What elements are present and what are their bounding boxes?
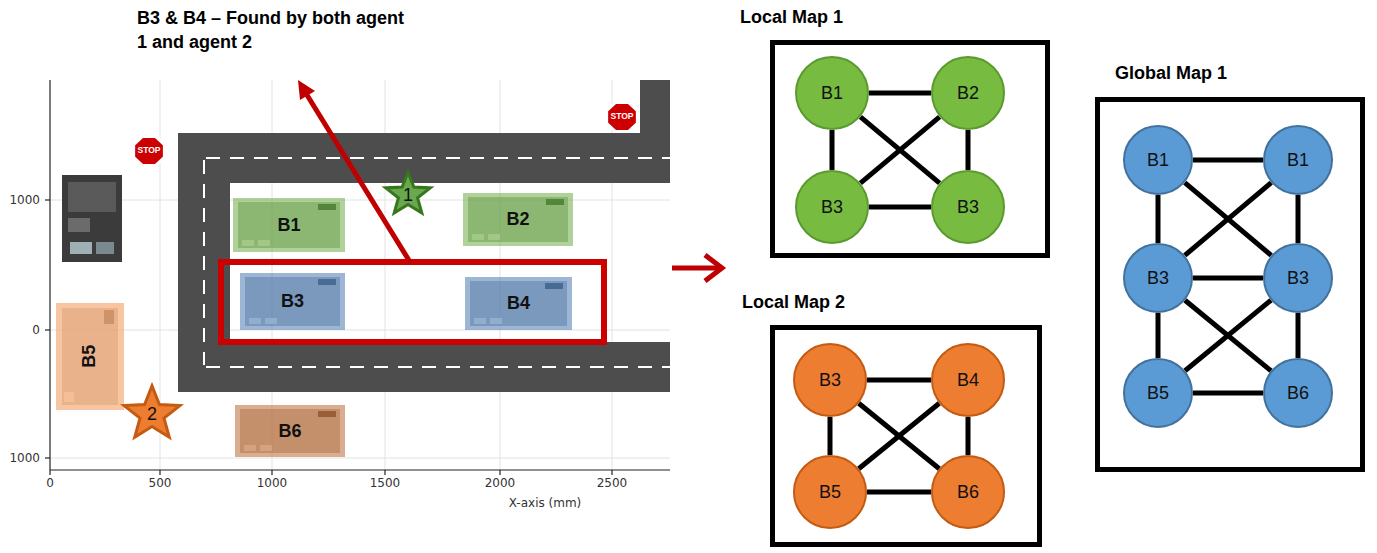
map-title: Local Map 1 xyxy=(740,7,843,28)
building-label: B3 xyxy=(281,291,304,312)
graph-node: B5 xyxy=(793,455,867,529)
building: B3 xyxy=(240,273,345,330)
map-title: Local Map 2 xyxy=(742,292,845,313)
graph-node: B3 xyxy=(1123,243,1193,313)
graph-edge xyxy=(966,417,971,455)
road xyxy=(178,80,670,392)
callout-number: 1 xyxy=(403,185,413,206)
node-label: B2 xyxy=(957,83,979,104)
node-label: B1 xyxy=(1287,150,1309,171)
building-label: B1 xyxy=(277,215,300,236)
graph-edge xyxy=(1193,276,1263,281)
node-label: B3 xyxy=(821,197,843,218)
axis-tick: 0 xyxy=(46,475,54,491)
map-panel: Local Map 2B3B4B5B6 xyxy=(770,325,1042,547)
building-label: B6 xyxy=(278,421,301,442)
grey-building xyxy=(62,175,122,262)
plot-axes xyxy=(45,80,670,475)
node-label: B5 xyxy=(819,482,841,503)
graph-edge xyxy=(828,417,833,455)
graph-edge xyxy=(1296,313,1301,358)
node-label: B6 xyxy=(1287,383,1309,404)
graph-node: B6 xyxy=(1263,358,1333,428)
graph-edge xyxy=(1185,183,1271,256)
graph-node: B1 xyxy=(1263,125,1333,195)
graph-edge xyxy=(859,403,940,468)
building-label: B2 xyxy=(506,209,529,230)
road-dashes xyxy=(204,158,670,367)
building: B1 xyxy=(233,198,345,252)
node-label: B1 xyxy=(821,83,843,104)
graph-edge xyxy=(1185,300,1271,371)
graph-edge xyxy=(1296,195,1301,243)
graph-edge xyxy=(1185,183,1271,256)
graph-node: B3 xyxy=(931,170,1005,244)
graph-node: B3 xyxy=(795,170,869,244)
graph-edge xyxy=(1193,391,1263,396)
building: B5 xyxy=(56,303,124,410)
axis-tick: 0 xyxy=(32,322,40,338)
stop-sign: STOP xyxy=(133,136,165,166)
graph-node: B3 xyxy=(793,343,867,417)
plot-grid xyxy=(50,80,670,470)
graph-edge xyxy=(867,490,931,495)
graph-edge xyxy=(860,117,939,183)
node-label: B3 xyxy=(1147,268,1169,289)
agent-star: 1 xyxy=(384,170,432,216)
graph-edge xyxy=(966,130,971,170)
building: B6 xyxy=(235,405,345,457)
axis-tick: 2000 xyxy=(485,475,516,491)
node-label: B3 xyxy=(1287,268,1309,289)
building-label: B4 xyxy=(507,293,530,314)
map-panel: Local Map 1B1B2B3B3 xyxy=(770,40,1050,258)
axis-tick: 2500 xyxy=(597,475,628,491)
axis-tick: 1000 xyxy=(9,192,40,208)
node-label: B4 xyxy=(957,370,979,391)
highlight-box xyxy=(221,262,604,342)
graph-node: B6 xyxy=(931,455,1005,529)
node-label: B5 xyxy=(1147,383,1169,404)
graph-node: B2 xyxy=(931,56,1005,130)
graph-node: B1 xyxy=(1123,125,1193,195)
graph-node: B3 xyxy=(1263,243,1333,313)
node-label: B6 xyxy=(957,482,979,503)
sign-text: STOP xyxy=(611,112,634,122)
node-label: B1 xyxy=(1147,150,1169,171)
graph-node: B1 xyxy=(795,56,869,130)
graph-edge xyxy=(867,378,931,383)
axis-tick: 1000 xyxy=(257,475,288,491)
building-label: B5 xyxy=(80,345,101,368)
map-title: Global Map 1 xyxy=(1115,63,1227,84)
node-label: B3 xyxy=(957,197,979,218)
graph-edge xyxy=(859,403,940,468)
axis-tick: 1000 xyxy=(9,450,40,466)
map-panel: Global Map 1B1B1B3B3B5B6 xyxy=(1095,97,1365,472)
graph-edge xyxy=(860,117,939,183)
axis-tick: 1500 xyxy=(370,475,401,491)
graph-node: B4 xyxy=(931,343,1005,417)
agent-star: 2 xyxy=(122,383,182,441)
stop-sign: STOP xyxy=(606,102,638,132)
callout-text: B3 & B4 – Found by both agent 1 and agen… xyxy=(137,6,412,55)
graph-node: B5 xyxy=(1123,358,1193,428)
graph-edge xyxy=(1193,158,1263,163)
graph-edge xyxy=(1185,300,1271,371)
graph-edge xyxy=(869,91,931,96)
building: B2 xyxy=(463,193,573,246)
graph-edge xyxy=(1156,195,1161,243)
node-label: B3 xyxy=(819,370,841,391)
building: B4 xyxy=(465,277,572,330)
graph-edge xyxy=(869,205,931,210)
graph-edge xyxy=(830,130,835,170)
graph-edge xyxy=(1156,313,1161,358)
axis-tick: 500 xyxy=(149,475,172,491)
callout-number: 2 xyxy=(147,404,157,425)
axis-title: X-axis (mm) xyxy=(509,495,582,511)
flow-arrow xyxy=(672,255,722,281)
sign-text: STOP xyxy=(138,146,161,156)
